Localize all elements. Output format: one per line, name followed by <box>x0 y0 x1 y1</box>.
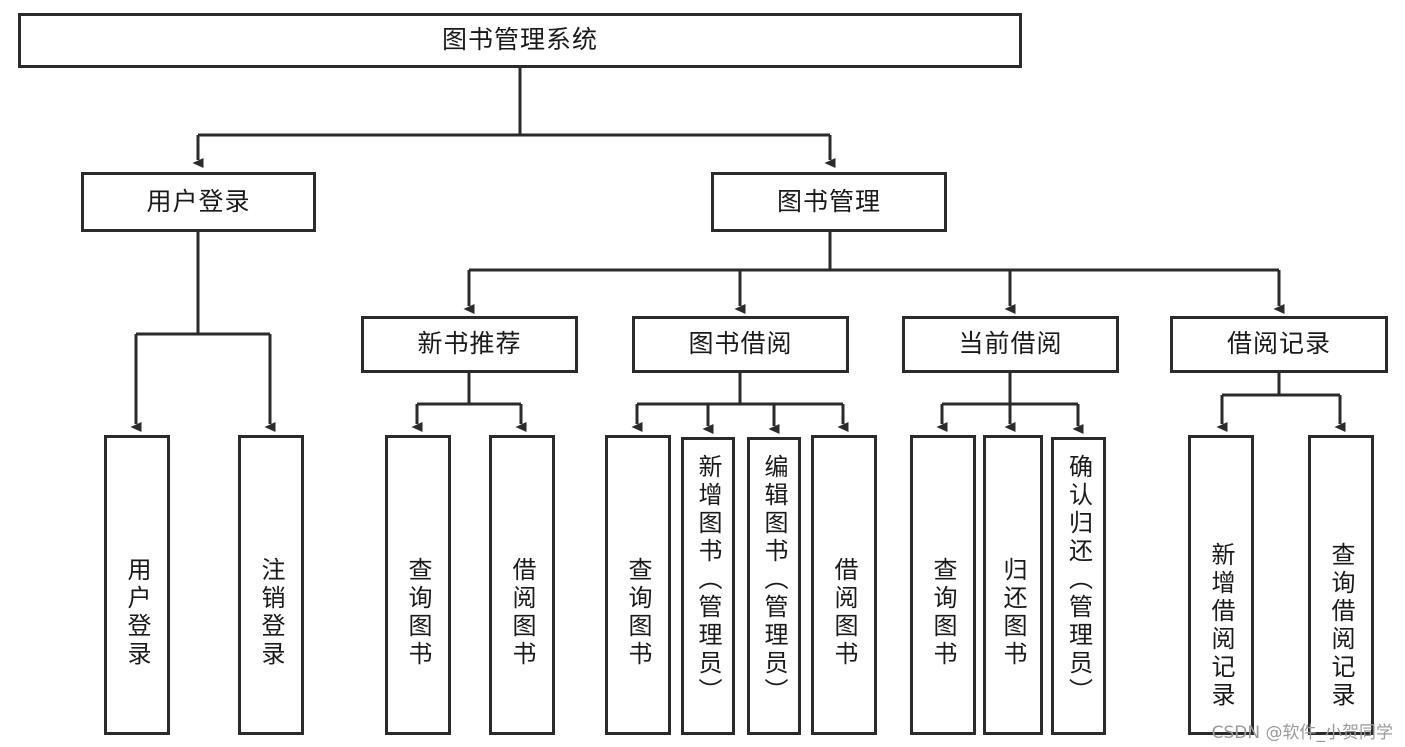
node-label: 查询图书 <box>929 557 957 669</box>
node-label: 图书借阅 <box>688 329 793 359</box>
node-label: 新书推荐 <box>417 329 522 359</box>
node-label: 编辑图书（管理员） <box>760 454 788 706</box>
node-label: 图书管理系统 <box>441 25 598 55</box>
node-user-login[interactable]: 用户登录 <box>81 172 316 232</box>
node-leaf-recommend-borrow-book[interactable]: 借阅图书 <box>489 435 555 735</box>
node-current-borrow[interactable]: 当前借阅 <box>902 316 1119 373</box>
node-label: 用户登录 <box>123 557 151 669</box>
node-leaf-borrow-add-book-admin[interactable]: 新增图书（管理员） <box>681 437 735 735</box>
node-leaf-record-query-record[interactable]: 查询借阅记录 <box>1308 435 1374 735</box>
node-leaf-borrow-borrow-book[interactable]: 借阅图书 <box>811 435 877 735</box>
node-leaf-record-add-record[interactable]: 新增借阅记录 <box>1188 435 1254 735</box>
watermark-text: CSDN @软件_小贺同学 <box>1211 723 1393 743</box>
node-leaf-user-login-login[interactable]: 用户登录 <box>104 435 170 735</box>
node-label: 查询图书 <box>404 557 432 669</box>
node-borrow-record[interactable]: 借阅记录 <box>1170 316 1388 373</box>
node-label: 借阅图书 <box>508 557 536 669</box>
node-new-book-recommend[interactable]: 新书推荐 <box>361 316 578 373</box>
node-leaf-borrow-query-book[interactable]: 查询图书 <box>605 435 671 735</box>
node-leaf-current-query-book[interactable]: 查询图书 <box>910 435 976 735</box>
node-label: 用户登录 <box>146 186 251 216</box>
node-label: 确认归还（管理员） <box>1064 454 1093 706</box>
node-label: 归还图书 <box>999 557 1027 669</box>
node-leaf-current-return-book[interactable]: 归还图书 <box>983 435 1043 735</box>
node-leaf-borrow-edit-book-admin[interactable]: 编辑图书（管理员） <box>747 437 801 735</box>
node-book-borrow[interactable]: 图书借阅 <box>632 316 849 373</box>
node-root-book-management-system[interactable]: 图书管理系统 <box>18 13 1022 68</box>
node-label: 借阅图书 <box>830 557 858 669</box>
node-label: 查询借阅记录 <box>1327 542 1355 710</box>
node-label: 新增借阅记录 <box>1207 542 1235 710</box>
node-label: 图书管理 <box>776 186 881 216</box>
node-label: 当前借阅 <box>958 329 1063 359</box>
node-leaf-recommend-query-book[interactable]: 查询图书 <box>385 435 451 735</box>
node-leaf-current-confirm-return-admin[interactable]: 确认归还（管理员） <box>1051 437 1106 735</box>
node-label: 新增图书（管理员） <box>694 454 722 706</box>
node-leaf-user-login-logout[interactable]: 注销登录 <box>238 435 304 735</box>
node-label: 查询图书 <box>624 557 652 669</box>
node-book-management[interactable]: 图书管理 <box>711 172 947 232</box>
node-label: 注销登录 <box>257 557 285 669</box>
node-label: 借阅记录 <box>1226 329 1331 359</box>
